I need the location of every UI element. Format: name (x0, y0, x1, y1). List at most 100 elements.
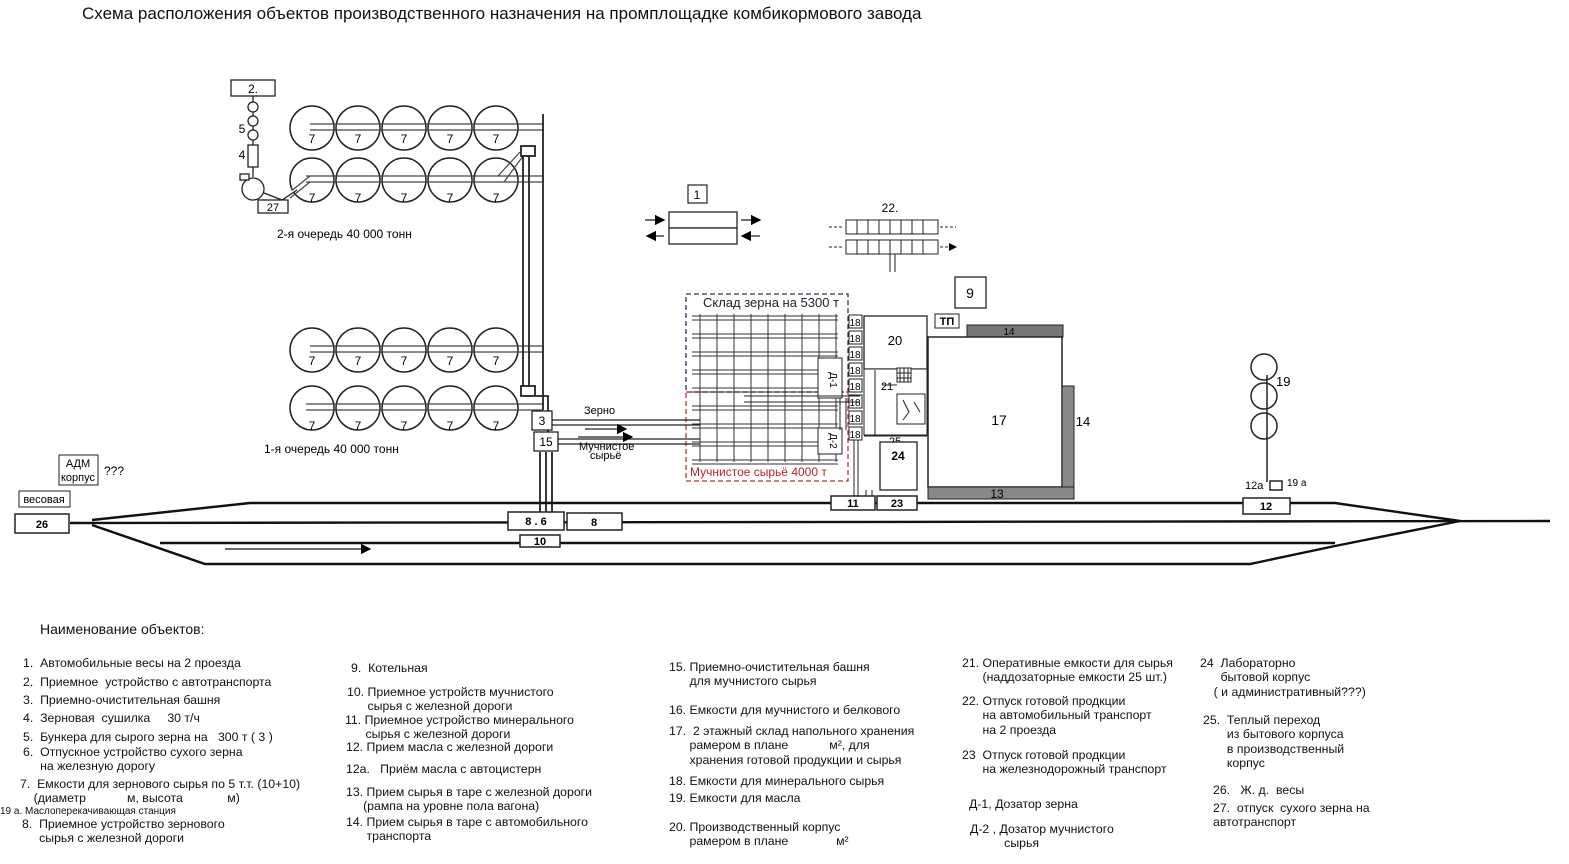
legend-item: 27. отпуск сухого зерна на автотранспорт (1213, 801, 1370, 830)
tank-18 (848, 426, 863, 441)
legend-item: 13. Прием сырья в таре с железной дороги… (346, 785, 593, 814)
label-19: 19 (1276, 374, 1290, 389)
silo-label: 7 (309, 354, 316, 368)
legend-item: Д-1, Дозатор зерна (969, 797, 1078, 811)
silo (473, 385, 519, 431)
silo (427, 157, 473, 203)
silo-label: 7 (493, 354, 500, 368)
legend-item: 5. Бункера для сырого зерна на 300 т ( 3… (23, 730, 273, 744)
label-12: 12 (1260, 501, 1272, 513)
label-3: 3 (539, 414, 546, 428)
legend-item: 12а. Приём масла с автоцистерн (346, 762, 542, 776)
silo-label: 7 (355, 191, 362, 205)
label-13: 13 (990, 487, 1004, 501)
label-d1: Д-1 (827, 372, 838, 388)
silo-label: 7 (447, 419, 454, 433)
grain-store-label: Склад зерна на 5300 т (703, 295, 839, 310)
label-1: 1 (694, 188, 701, 202)
silo-label: 7 (309, 132, 316, 146)
dryer-box (247, 144, 259, 168)
label-24: 24 (891, 449, 905, 463)
label-15: 15 (539, 435, 553, 449)
production-links (853, 440, 873, 498)
label-d2: Д-2 (827, 433, 838, 449)
legend-item: 10. Приемное устройств мучнистого сырья … (347, 685, 554, 714)
label-5: 5 (239, 122, 246, 136)
grain-flow-label: Зерно (584, 405, 615, 417)
legend-item: 12. Прием масла с железной дороги (346, 740, 554, 754)
legend-item: 1. Автомобильные весы на 2 проезда (23, 656, 241, 670)
production-building-20 (863, 315, 928, 370)
silo (381, 157, 427, 203)
object-14-top (966, 324, 1064, 338)
legend-item: 6. Отпускное устройство сухого зерна на … (23, 745, 243, 774)
legend-item: 24 Лабораторно бытовой корпус ( и админи… (1200, 656, 1366, 699)
legend-item: 17. 2 этажный склад напольного хранения … (669, 724, 915, 767)
legend-item: 4. Зерновая сушилка 30 т/ч (23, 711, 200, 725)
tank-18-label: 18 (849, 414, 861, 425)
tank-18-label: 18 (849, 430, 861, 441)
object-14-side (1061, 385, 1075, 499)
oil-tanks-19 (1250, 353, 1283, 491)
silo (289, 157, 335, 203)
tank-18 (848, 362, 863, 377)
label-22: 22. (882, 201, 899, 215)
label-17: 17 (991, 412, 1007, 428)
label-14-top: 14 (1003, 327, 1015, 338)
queue-1-label: 1-я очередь 40 000 тонн (264, 442, 399, 456)
silo-label: 7 (401, 354, 408, 368)
silo (473, 327, 519, 373)
silo-label: 7 (309, 191, 316, 205)
tank-18-label: 18 (849, 350, 861, 361)
silo-label: 7 (355, 354, 362, 368)
legend-item: 11. Приемное устройство минерального сыр… (345, 713, 574, 742)
main-vertical-conveyor (520, 114, 553, 515)
silo (335, 385, 381, 431)
tank-18 (848, 330, 863, 345)
production-equipment (863, 367, 928, 436)
silo (427, 385, 473, 431)
label-27: 27 (267, 202, 279, 214)
tank-18 (848, 346, 863, 361)
silo (335, 105, 381, 151)
adm-label-2: корпус (61, 472, 96, 484)
label-12a: 12а (1245, 480, 1264, 492)
object-1-box (687, 184, 708, 204)
silo (289, 327, 335, 373)
label-10: 10 (534, 536, 546, 548)
substation (934, 313, 960, 329)
legend-item: 26. Ж. д. весы (1213, 783, 1305, 797)
silo-label: 7 (493, 132, 500, 146)
boiler-house (954, 276, 987, 309)
silo (473, 105, 519, 151)
silo-group (289, 105, 519, 431)
silo-label: 7 (355, 132, 362, 146)
silo-label: 7 (447, 354, 454, 368)
tank-18 (848, 410, 863, 425)
silo (335, 327, 381, 373)
legend-item: 23 Отпуск готовой продкции на железнодор… (962, 748, 1167, 777)
finished-product-auto-dispatch (829, 219, 956, 272)
legend-item: 9. Котельная (351, 661, 428, 675)
silo (289, 105, 335, 151)
silo (381, 327, 427, 373)
legend-item: 16. Емкости для мучнистого и белкового (669, 703, 901, 717)
legend-item: 2. Приемное устройство с автотранспорта (23, 675, 272, 689)
adm-question: ??? (104, 464, 124, 478)
label-9: 9 (966, 285, 974, 301)
flour-flow-label-1: Мучнистое (579, 441, 634, 453)
label-8-6: 8 . 6 (525, 516, 546, 528)
tank-18-label: 18 (849, 382, 861, 393)
label-19a: 19 а (1287, 478, 1307, 489)
silo-label: 7 (447, 191, 454, 205)
storage-grid (685, 293, 860, 482)
silo-label: 7 (493, 419, 500, 433)
legend-item: 18. Емкости для минерального сырья (669, 774, 885, 788)
legend-item: 25. Теплый переход из бытового корпуса в… (1203, 713, 1345, 770)
adm-building (58, 454, 99, 486)
flour-store-label: Мучнистое сырьё 4000 т (690, 465, 827, 479)
label-2: 2. (248, 82, 258, 96)
object-27-box (257, 199, 289, 214)
